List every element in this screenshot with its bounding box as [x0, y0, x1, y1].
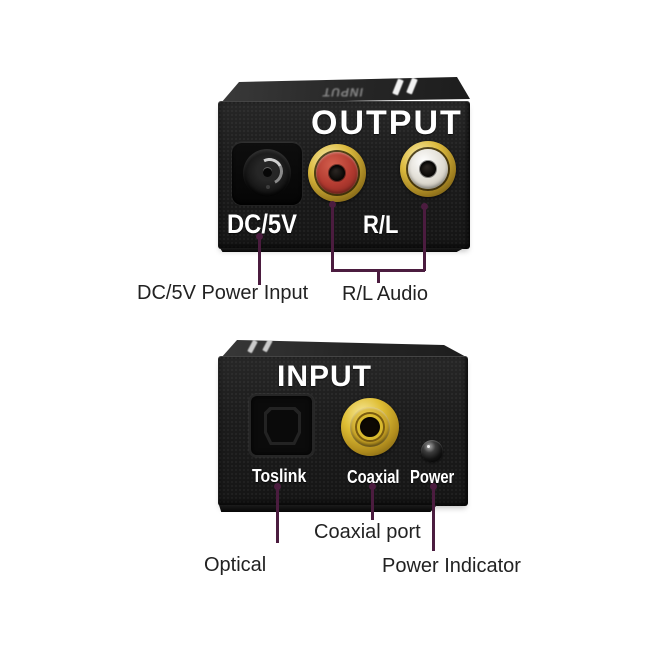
device-bottom-edge: [220, 248, 464, 252]
callout-line-coaxial: [369, 483, 375, 520]
callout-line-rca-white: [421, 203, 427, 271]
rca-red-hole: [329, 165, 345, 181]
callout-line-optical: [274, 483, 280, 543]
output-panel-title: OUTPUT: [311, 104, 463, 142]
rca-jack-white: [400, 141, 456, 197]
input-device: INPUT Toslink Coaxial Power: [218, 336, 468, 514]
callout-line-rca-red: [329, 201, 335, 271]
dc-power-jack: [232, 142, 302, 205]
callout-bracket-rl: [331, 269, 425, 272]
coaxial-center-pin: [357, 414, 383, 440]
device-top-surface: INPUT: [221, 77, 470, 103]
input-panel-title: INPUT: [277, 360, 372, 393]
coaxial-port-label: Coaxial: [347, 467, 400, 487]
top-surface-mark: [392, 78, 404, 96]
power-led-label: Power: [410, 467, 455, 487]
callout-line-dc-power: [256, 233, 262, 285]
callout-label-optical: Optical: [204, 554, 267, 576]
top-surface-mark: [406, 77, 418, 95]
top-surface-branding: INPUT: [320, 85, 365, 99]
input-panel-front: INPUT Toslink Coaxial Power: [218, 356, 468, 506]
output-device: INPUT OUTPUT DC/5V R/L: [218, 77, 470, 252]
device-top-surface: [221, 340, 468, 358]
rca-white-hole: [420, 161, 436, 177]
rl-port-label: R/L: [363, 211, 399, 239]
callout-line-power: [430, 483, 436, 551]
toslink-port: [249, 394, 314, 457]
dc-jack-barrel: [243, 149, 291, 197]
callout-stub-rl: [377, 271, 380, 283]
dc-jack-detail: [266, 185, 270, 189]
top-surface-mark: [262, 340, 273, 353]
toslink-opening: [267, 410, 298, 442]
device-bottom-edge: [219, 505, 437, 512]
coaxial-jack: [341, 398, 399, 456]
power-led: [421, 440, 443, 462]
toslink-port-label: Toslink: [252, 466, 307, 486]
callout-label-power-indicator: Power Indicator: [382, 555, 521, 577]
led-highlight: [427, 445, 430, 448]
toslink-shutter: [264, 407, 301, 445]
top-surface-mark: [247, 340, 258, 354]
callout-label-dc-power: DC/5V Power Input: [137, 282, 309, 304]
rca-jack-red: [308, 144, 366, 202]
dc-jack-pin: [263, 168, 272, 177]
output-panel-front: OUTPUT DC/5V R/L: [218, 101, 470, 249]
callout-label-rl-audio: R/L Audio: [342, 283, 428, 305]
callout-label-coaxial-port: Coaxial port: [314, 521, 421, 543]
